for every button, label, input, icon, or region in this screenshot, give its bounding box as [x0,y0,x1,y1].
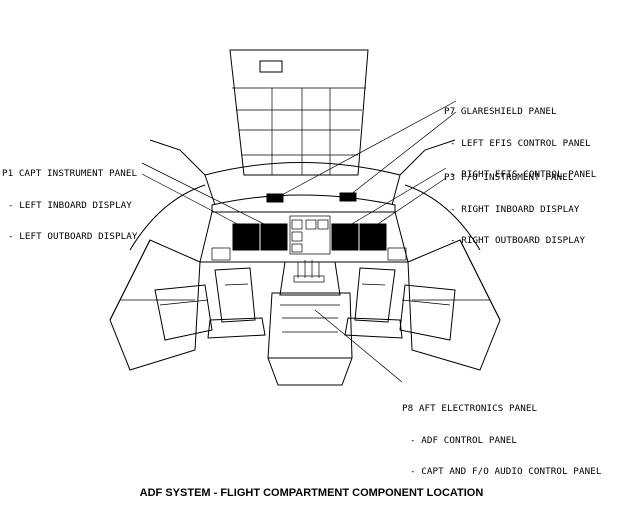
overhead-panel [229,49,369,176]
leader-lines [141,100,457,383]
p8-title: P8 AFT ELECTRONICS PANEL [402,403,538,414]
p3-callout: P3 F/O INSTRUMENT PANEL - RIGHT INBOARD … [444,152,585,257]
p1-item-left-inboard: - LEFT INBOARD DISPLAY [8,199,132,211]
right-inboard-display [331,223,359,251]
p1-title: P1 CAPT INSTRUMENT PANEL [2,168,138,179]
first-officer-seat [344,267,403,339]
p8-item-audio-control: - CAPT AND F/O AUDIO CONTROL PANEL [410,466,602,477]
control-stand [279,260,341,296]
p3-item-right-inboard: - RIGHT INBOARD DISPLAY [450,203,580,215]
p7-item-left-efis: - LEFT EFIS CONTROL PANEL [450,137,591,149]
p3-title: P3 F/O INSTRUMENT PANEL [444,172,574,183]
main-instrument-panel [199,211,409,263]
glareshield [211,192,396,213]
captain-seat [207,267,266,339]
p8-item-adf-control: - ADF CONTROL PANEL [410,434,517,446]
left-outboard-display [232,223,260,251]
p7-callout: P7 GLARESHIELD PANEL - LEFT EFIS CONTROL… [444,86,596,191]
right-efis-control-panel [339,192,357,202]
left-inboard-display [260,223,288,251]
aft-electronics-panel [267,292,353,386]
figure-caption: ADF SYSTEM - FLIGHT COMPARTMENT COMPONEN… [139,487,484,499]
right-outboard-display [359,223,387,251]
side-consoles [154,284,456,341]
p8-callout: P8 AFT ELECTRONICS PANEL - ADF CONTROL P… [402,383,601,488]
left-efis-control-panel [266,193,284,203]
p7-title: P7 GLARESHIELD PANEL [444,106,557,117]
p7-item-right-efis: - RIGHT EFIS CONTROL PANEL [450,169,597,180]
p1-callout: P1 CAPT INSTRUMENT PANEL - LEFT INBOARD … [2,148,138,253]
p3-item-right-outboard: - RIGHT OUTBOARD DISPLAY [450,235,586,246]
p1-item-left-outboard: - LEFT OUTBOARD DISPLAY [8,231,138,242]
